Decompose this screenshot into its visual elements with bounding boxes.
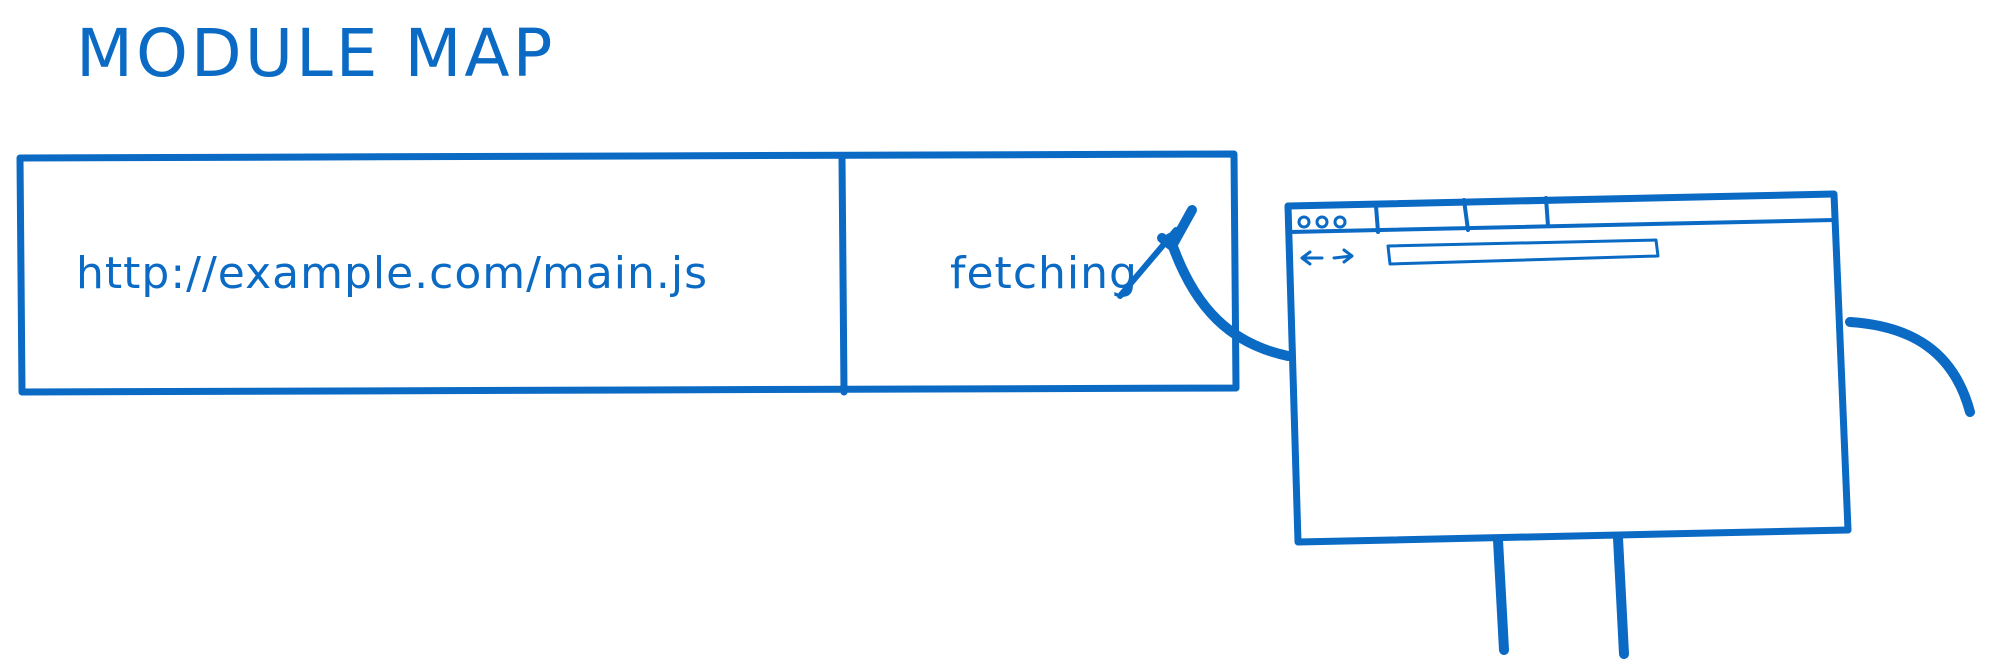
browser-tab-divider-1	[1374, 204, 1380, 234]
page-title: MODULE MAP	[76, 15, 556, 92]
browser-title-bar	[1288, 218, 1836, 234]
browser-tab-divider-2	[1462, 198, 1470, 232]
browser-arm-left	[1165, 233, 1293, 361]
window-dot-3-icon	[1333, 215, 1347, 229]
module-url: http://example.com/main.js	[76, 248, 709, 299]
module-map-cell-divider	[838, 154, 848, 396]
module-map-table-border	[16, 150, 1240, 396]
nav-arrows-icon	[1300, 248, 1354, 266]
window-dot-1-icon	[1297, 215, 1311, 229]
browser-address-bar	[1386, 238, 1660, 266]
browser-tab-divider-3	[1544, 196, 1550, 228]
browser-leg-left	[1493, 535, 1509, 655]
pen-stroke-icon	[1117, 227, 1179, 299]
browser-arm-right	[1845, 317, 1975, 417]
browser-window-frame	[1284, 190, 1852, 546]
window-dot-2-icon	[1315, 215, 1329, 229]
module-status: fetching	[950, 248, 1138, 299]
browser-leg-right	[1613, 533, 1629, 659]
